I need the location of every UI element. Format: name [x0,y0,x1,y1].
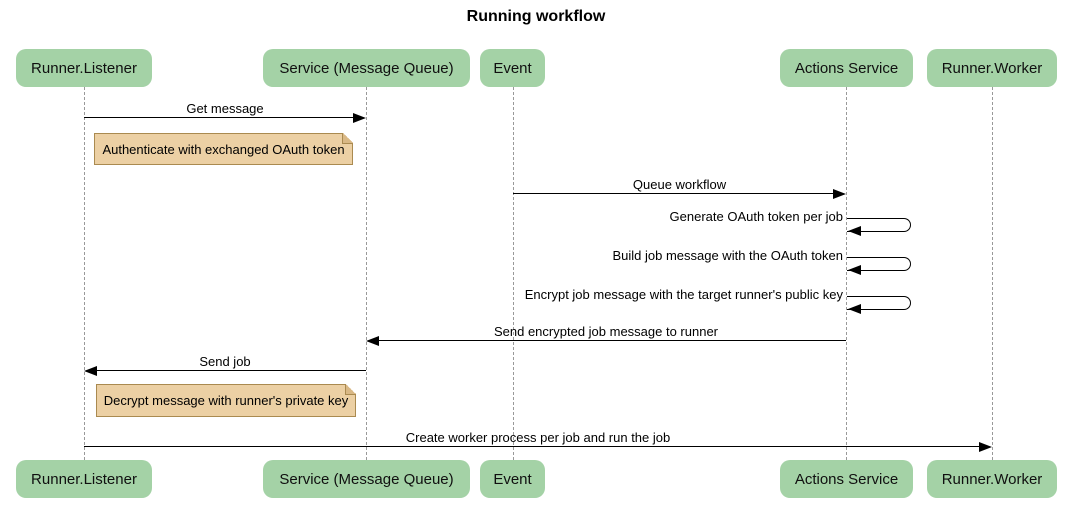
arrowhead-right-icon [833,189,846,199]
lifeline-service-message-queue [366,87,367,460]
participant-top-runner-worker: Runner.Worker [927,49,1057,87]
participant-label: Runner.Listener [31,59,137,77]
message-label-get-message: Get message [186,101,264,116]
message-arrow-create-worker [84,446,988,447]
participant-top-actions-service: Actions Service [780,49,913,87]
message-label-generate-oauth-token: Generate OAuth token per job [669,209,843,224]
arrowhead-left-icon [84,366,97,376]
message-label-create-worker: Create worker process per job and run th… [405,430,671,445]
arrowhead-left-icon [848,226,861,236]
participant-label: Event [493,470,532,488]
participant-bottom-runner-worker: Runner.Worker [927,460,1057,498]
note-fold-icon [342,133,353,144]
message-arrow-get-message [84,117,362,118]
participant-bottom-actions-service: Actions Service [780,460,913,498]
participant-label: Service (Message Queue) [279,470,454,488]
note-authenticate: Authenticate with exchanged OAuth token [94,133,353,165]
participant-top-service-message-queue: Service (Message Queue) [263,49,470,87]
message-label-queue-workflow: Queue workflow [632,177,727,192]
message-arrow-queue-workflow [513,193,842,194]
note-fold-icon [345,384,356,395]
self-loop-generate-oauth-token [847,218,911,232]
note-decrypt: Decrypt message with runner's private ke… [96,384,356,417]
lifeline-actions-service [846,87,847,460]
participant-bottom-runner-listener: Runner.Listener [16,460,152,498]
lifeline-event [513,87,514,460]
lifeline-runner-listener [84,87,85,460]
arrowhead-left-icon [848,265,861,275]
arrowhead-left-icon [366,336,379,346]
participant-bottom-event: Event [480,460,545,498]
diagram-title: Running workflow [466,8,606,25]
participant-label: Runner.Listener [31,470,137,488]
arrowhead-left-icon [848,304,861,314]
arrowhead-right-icon [979,442,992,452]
participant-label: Runner.Worker [941,59,1043,77]
message-label-send-encrypted: Send encrypted job message to runner [493,324,719,339]
arrowhead-right-icon [353,113,366,123]
self-loop-encrypt-job-message [847,296,911,310]
message-arrow-send-encrypted [370,340,846,341]
participant-bottom-service-message-queue: Service (Message Queue) [263,460,470,498]
participant-label: Service (Message Queue) [279,59,454,77]
participant-label: Actions Service [794,470,899,488]
message-label-encrypt-job-message: Encrypt job message with the target runn… [524,287,843,302]
message-label-send-job: Send job [199,354,251,369]
lifeline-runner-worker [992,87,993,460]
participant-label: Runner.Worker [941,470,1043,488]
self-loop-build-job-message [847,257,911,271]
participant-top-event: Event [480,49,545,87]
participant-label: Actions Service [794,59,899,77]
message-arrow-send-job [88,370,366,371]
note-text: Decrypt message with runner's private ke… [103,393,349,408]
participant-top-runner-listener: Runner.Listener [16,49,152,87]
note-text: Authenticate with exchanged OAuth token [102,141,345,157]
participant-label: Event [493,59,532,77]
message-label-build-job-message: Build job message with the OAuth token [612,248,843,263]
